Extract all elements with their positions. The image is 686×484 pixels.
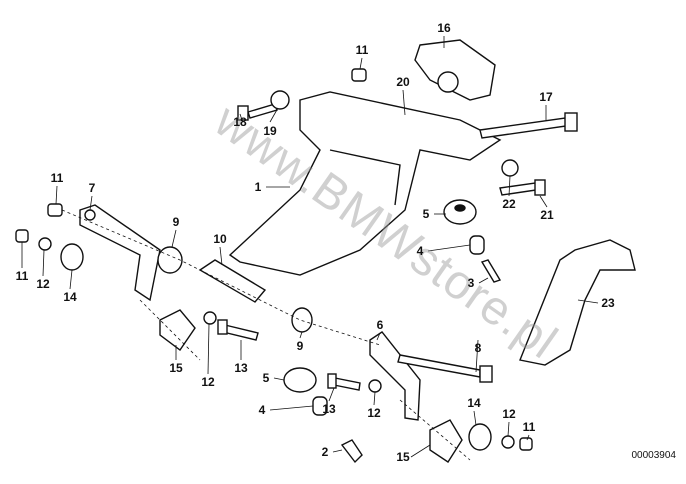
bush-9-left: [157, 246, 183, 274]
callout-6: 6: [376, 318, 384, 332]
bolt-13-a: [222, 324, 259, 341]
nut-11-a: [47, 203, 63, 217]
washer-12-c: [368, 379, 382, 393]
callout-14: 14: [467, 396, 481, 410]
callout-9: 9: [172, 215, 180, 229]
callout-23: 23: [601, 296, 615, 310]
bracket-part-1: [228, 91, 502, 276]
callout-4: 4: [416, 244, 424, 258]
callout-3: 3: [467, 276, 475, 290]
callout-5: 5: [422, 207, 430, 221]
callout-22: 22: [502, 197, 516, 211]
callout-19: 19: [263, 124, 277, 138]
washer-12-d: [501, 435, 515, 449]
bush-9-center: [291, 307, 313, 333]
callout-11: 11: [355, 43, 369, 57]
arm-part-7: [79, 204, 161, 302]
washer-12-a: [38, 237, 52, 251]
callout-12: 12: [502, 407, 516, 421]
callout-5: 5: [262, 371, 270, 385]
bolt-17: [479, 117, 567, 139]
screw-2: [340, 439, 363, 464]
arm-part-6: [369, 331, 421, 421]
bolt-13-b: [333, 377, 361, 391]
block-15-right: [429, 419, 463, 463]
callout-13: 13: [322, 402, 336, 416]
callout-7: 7: [88, 181, 96, 195]
bush-5-center: [283, 367, 317, 393]
nut-11-c: [519, 437, 533, 451]
callout-15: 15: [396, 450, 410, 464]
callout-21: 21: [540, 208, 554, 222]
callout-11: 11: [522, 420, 536, 434]
screw-3: [480, 259, 502, 283]
bush-5-right: [443, 199, 477, 225]
block-15-left: [159, 309, 196, 351]
nut-11-top: [351, 68, 367, 82]
bolt-21: [499, 182, 537, 196]
callout-2: 2: [321, 445, 329, 459]
callout-8: 8: [474, 341, 482, 355]
callout-12: 12: [36, 277, 50, 291]
callout-14: 14: [63, 290, 77, 304]
washer-12-b: [203, 311, 217, 325]
clip-22: [501, 159, 519, 177]
nut-11-b: [15, 229, 29, 243]
callout-16: 16: [437, 21, 451, 35]
callout-11: 11: [50, 171, 64, 185]
diagram-code: 00003904: [631, 450, 677, 461]
callout-20: 20: [396, 75, 410, 89]
lever-part-23: [519, 239, 636, 366]
callout-13: 13: [234, 361, 248, 375]
bush-14-b: [468, 423, 492, 451]
clip-19: [270, 90, 290, 110]
callout-1: 1: [254, 180, 262, 194]
callout-12: 12: [201, 375, 215, 389]
callout-12: 12: [367, 406, 381, 420]
callout-11: 11: [15, 269, 29, 283]
callout-9: 9: [296, 339, 304, 353]
clamp-part-16: [414, 39, 496, 101]
bush-14-a: [60, 243, 84, 271]
sleeve-4-right: [469, 235, 485, 255]
callout-15: 15: [169, 361, 183, 375]
callout-17: 17: [539, 90, 553, 104]
tube-part-10: [198, 259, 267, 303]
callout-10: 10: [213, 232, 227, 246]
callout-4: 4: [258, 403, 266, 417]
callout-18: 18: [233, 115, 247, 129]
